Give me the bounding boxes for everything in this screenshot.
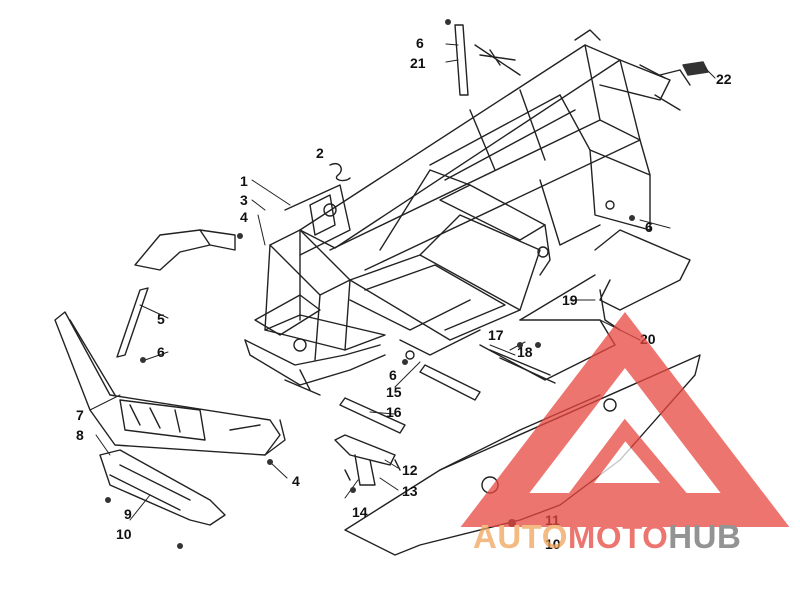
foot-pad	[682, 61, 709, 76]
callout-10b: 10	[545, 536, 561, 552]
callout-4a: 4	[240, 209, 248, 225]
callout-1: 1	[240, 173, 248, 189]
fasteners	[105, 19, 635, 549]
rear-bracket	[454, 24, 521, 96]
callout-19: 19	[562, 292, 578, 308]
front-skid-plate	[99, 449, 226, 526]
callout-16: 16	[386, 404, 402, 420]
main-frame	[244, 29, 691, 396]
callout-10a: 10	[116, 526, 132, 542]
front-upper-bracket	[134, 229, 236, 271]
callout-5: 5	[157, 311, 165, 327]
watermark-triangle-inner	[566, 418, 690, 497]
side-brace	[116, 287, 149, 358]
callout-3: 3	[240, 192, 248, 208]
front-bumper	[54, 311, 286, 456]
watermark-text: AUTOMOTOHUB	[473, 518, 741, 555]
callout-21: 21	[410, 55, 426, 71]
callout-2: 2	[316, 145, 324, 161]
lower-bracket	[334, 434, 401, 486]
callout-6b: 6	[416, 35, 424, 51]
callout-6d: 6	[645, 219, 653, 235]
callout-4b: 4	[292, 473, 300, 489]
callout-6a: 6	[157, 344, 165, 360]
automotohub-watermark: AUTOMOTOHUB	[460, 312, 790, 555]
callout-8: 8	[76, 427, 84, 443]
callout-22: 22	[716, 71, 732, 87]
callout-14: 14	[352, 504, 368, 520]
watermark-hub: HUB	[668, 518, 741, 555]
watermark-auto: AUTO	[473, 518, 568, 555]
watermark-triangle-outer	[460, 312, 790, 527]
spacer-block-16	[339, 397, 406, 434]
callout-7: 7	[76, 407, 84, 423]
callout-12: 12	[402, 462, 418, 478]
watermark-moto: MOTO	[568, 518, 668, 555]
callout-6c: 6	[389, 367, 397, 383]
callout-13: 13	[402, 483, 418, 499]
callout-18: 18	[517, 344, 533, 360]
callout-17: 17	[488, 327, 504, 343]
callout-labels: 1 2 3 4 4 5 6 6 6 6 7 8 9 10 10 11 12 13…	[76, 35, 732, 552]
spacer-block-15	[419, 364, 481, 401]
callout-9: 9	[124, 506, 132, 522]
callout-15: 15	[386, 384, 402, 400]
wire-clip	[329, 163, 351, 182]
